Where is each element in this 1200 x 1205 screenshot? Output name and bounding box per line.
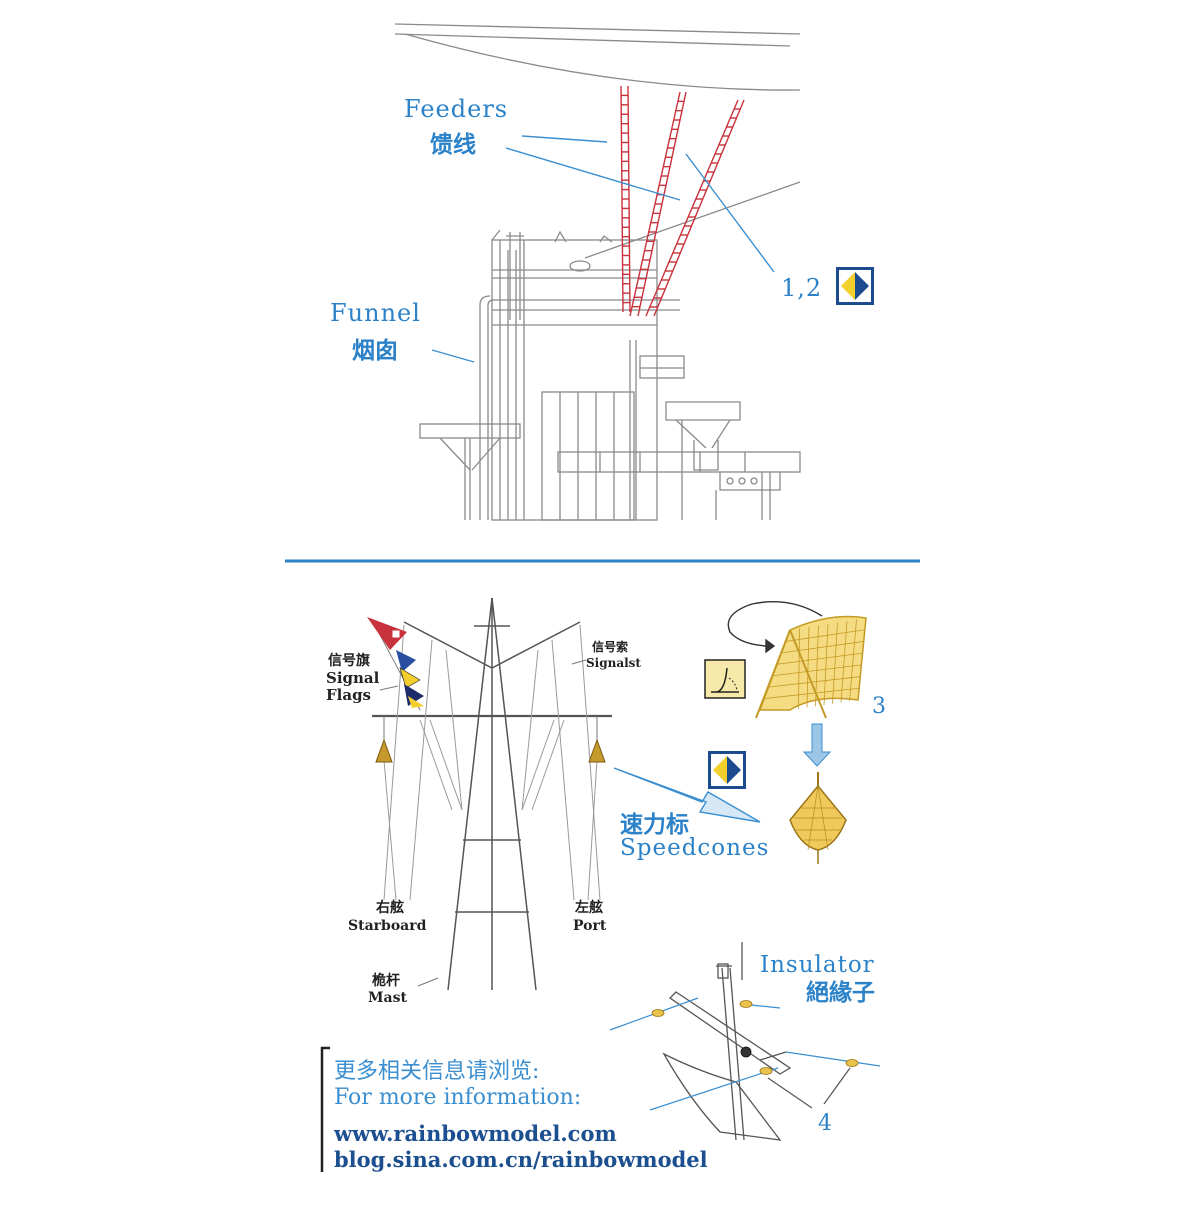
website-url[interactable]: www.rainbowmodel.com [333, 1121, 617, 1146]
mast-labels: 信号旗 Signal Flags 信号索 Signalst 右舷 Starboa… [326, 639, 641, 1006]
signal-flags [367, 617, 424, 711]
bend-step-icon [704, 659, 746, 699]
mast-label-cn: 桅杆 [372, 972, 400, 989]
blog-url[interactable]: blog.sina.com.cn/rainbowmodel [334, 1147, 708, 1172]
photo-etch-badge-icon [836, 267, 874, 305]
signalst-label-en: Signalst [586, 656, 641, 670]
funnel-structure [419, 229, 801, 521]
info-line-en: For more information: [334, 1085, 581, 1110]
feeders-leader-2 [505, 147, 681, 201]
signal-flags-label-en1: Signal [326, 669, 380, 687]
stay-wire [584, 181, 801, 259]
part-4-leaders [767, 1067, 851, 1109]
speedcone-right-icon [588, 716, 606, 763]
overhead-wire-lower [394, 33, 791, 47]
signalst-label-cn: 信号索 [592, 639, 628, 654]
info-line-cn: 更多相关信息请浏览: [334, 1059, 539, 1084]
info-bracket [320, 1046, 330, 1172]
speedcone-pointer-arrow [613, 767, 761, 823]
insulator-rigging [662, 942, 792, 1141]
speedcone-assembled-part [789, 772, 847, 864]
funnel-label-cn: 烟囱 [352, 337, 398, 364]
feeders-leader-1 [521, 135, 608, 143]
mast-upper-spreader [403, 621, 581, 669]
speedcones-label-cn: 速力标 [620, 811, 689, 838]
photo-etch-badge-icon [708, 751, 746, 789]
parts-leader [685, 153, 775, 273]
speedcone-left-icon [375, 716, 393, 763]
insulator-label-en: Insulator [760, 952, 875, 978]
antenna-wire-curve [404, 33, 801, 91]
parts-1-2-label: 1,2 [781, 274, 822, 302]
port-label-cn: 左舷 [574, 899, 603, 916]
mast-label-leaders [379, 659, 587, 987]
feeders-label-en: Feeders [404, 95, 508, 123]
down-arrow-icon [802, 723, 832, 767]
part-3-label: 3 [872, 694, 887, 719]
starboard-label-cn: 右舷 [375, 899, 404, 916]
top-leader-lines [431, 135, 775, 363]
speedcones-label-en: Speedcones [620, 835, 769, 861]
port-label-en: Port [573, 918, 607, 934]
mast-diagram [372, 597, 612, 991]
rotate-arrow-icon [727, 601, 823, 654]
mast-label-en: Mast [368, 990, 407, 1006]
signal-flags-label-cn: 信号旗 [328, 652, 370, 669]
funnel-leader [431, 349, 475, 363]
signal-flags-label-en2: Flags [326, 686, 371, 704]
insulator-label-cn: 絕緣子 [806, 979, 875, 1006]
overhead-wire-upper [394, 23, 801, 35]
feeders-label-cn: 馈线 [430, 131, 476, 158]
feeder-lines [620, 85, 745, 317]
insulator-icon [651, 1000, 859, 1075]
speedcone-mesh-flat-part [755, 615, 867, 719]
funnel-label-en: Funnel [330, 299, 421, 327]
starboard-label-en: Starboard [348, 918, 427, 934]
part-4-label: 4 [818, 1111, 833, 1136]
